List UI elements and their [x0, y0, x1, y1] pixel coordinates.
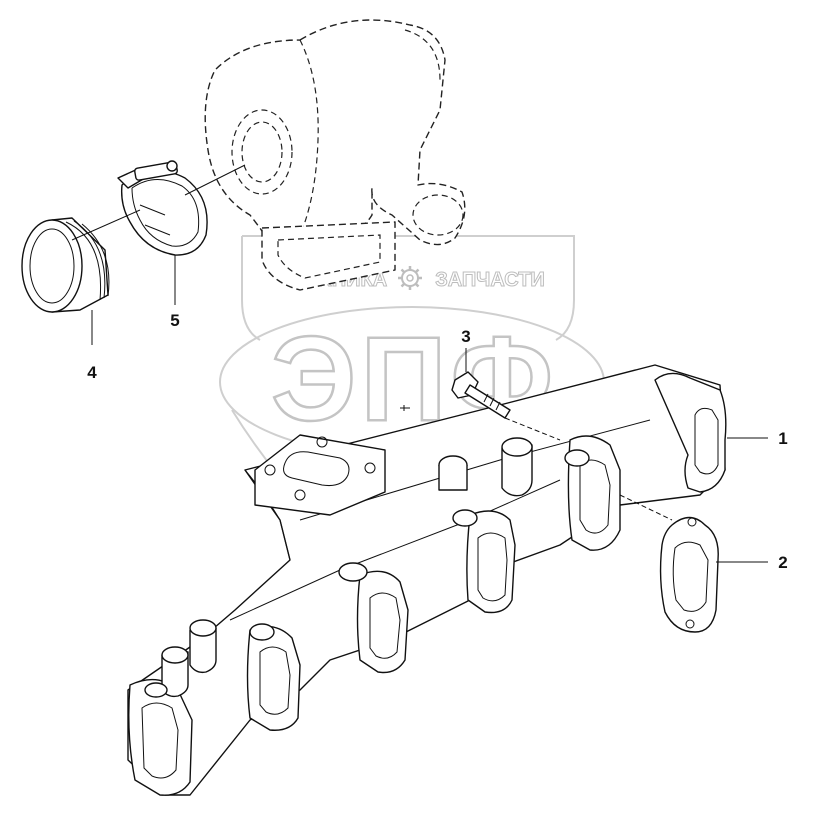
callout-3[interactable]: 3 — [461, 327, 470, 346]
watermark-frame-left — [241, 236, 261, 341]
manifold-turbo-flange — [254, 434, 386, 516]
watermark-frame — [242, 235, 575, 341]
part-2-gasket — [659, 516, 719, 633]
watermark-text-right: ЗАПЧАСТИ — [435, 269, 545, 291]
seal-ring-face — [21, 219, 83, 313]
manifold-exhaust-ports — [128, 372, 727, 796]
part-5-vband-clamp — [117, 160, 208, 256]
part-1-exhaust-manifold — [127, 364, 727, 796]
manifold-body — [127, 364, 726, 796]
turbo-housing — [204, 19, 466, 246]
turbo-mounting-flange — [261, 221, 396, 291]
turbocharger-outline — [204, 19, 466, 291]
manifold-bosses — [144, 437, 590, 698]
callout-2[interactable]: 2 — [778, 553, 787, 572]
callout-1[interactable]: 1 — [778, 429, 787, 448]
turbo-oil-port — [412, 194, 464, 236]
leader-lines — [71, 164, 768, 563]
callout-5[interactable]: 5 — [170, 311, 179, 330]
part-4-seal-ring — [21, 217, 110, 313]
callout-labels: 1 2 3 4 5 — [87, 311, 787, 572]
turbo-outlet-port — [231, 109, 293, 195]
callout-4[interactable]: 4 — [87, 363, 97, 382]
gear-icon — [398, 266, 422, 290]
watermark-monogram: ЭПФ — [271, 312, 557, 446]
